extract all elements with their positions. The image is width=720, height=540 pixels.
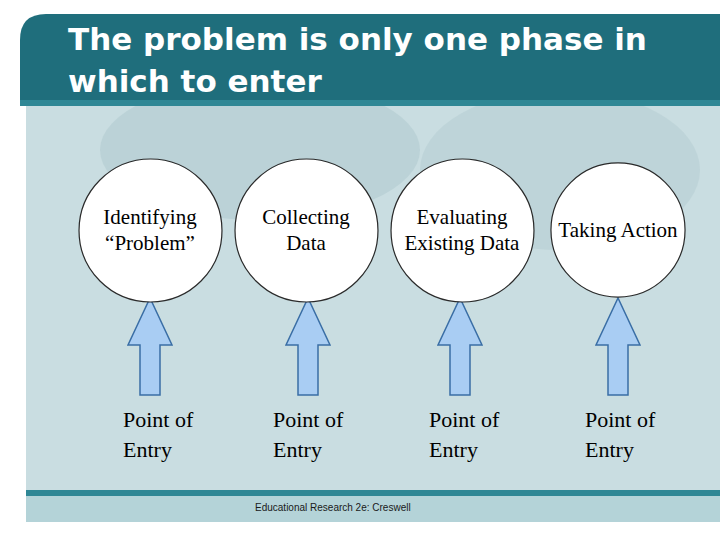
header-rule bbox=[20, 100, 720, 106]
phase-circle: Collecting Data bbox=[234, 158, 379, 303]
phase-text-holder: Evaluating Existing Data bbox=[401, 204, 523, 256]
entry-arrows bbox=[128, 298, 640, 395]
circle-shape bbox=[235, 159, 378, 302]
circle-outline bbox=[234, 158, 379, 303]
phase-text: Taking Action bbox=[558, 217, 677, 243]
phase-circle: Taking Action bbox=[550, 162, 686, 298]
circle-shape bbox=[551, 163, 685, 297]
phase-text-holder: Collecting Data bbox=[245, 204, 367, 256]
footer-text: Educational Research 2e: Creswell bbox=[255, 502, 411, 514]
entry-label: Point of Entry bbox=[123, 405, 218, 465]
circle-outline bbox=[78, 158, 223, 303]
circle-shape bbox=[391, 159, 534, 302]
phase-text-holder: Taking Action bbox=[558, 217, 677, 243]
footer-bar bbox=[26, 496, 720, 522]
up-arrow bbox=[438, 298, 482, 395]
circle-shape bbox=[79, 159, 222, 302]
up-arrow bbox=[128, 298, 172, 395]
circle-outline bbox=[390, 158, 535, 303]
entry-label: Point of Entry bbox=[273, 405, 368, 465]
entry-label: Point of Entry bbox=[585, 405, 680, 465]
phase-circle: Identifying “Problem” bbox=[78, 158, 223, 303]
phase-text-holder: Identifying “Problem” bbox=[89, 204, 211, 256]
phase-text: Collecting Data bbox=[245, 204, 367, 256]
up-arrow bbox=[596, 298, 640, 395]
phase-text: Evaluating Existing Data bbox=[401, 204, 523, 256]
footer-rule bbox=[26, 490, 720, 496]
up-arrow bbox=[286, 298, 330, 395]
phase-text: Identifying “Problem” bbox=[89, 204, 211, 256]
phase-circle: Evaluating Existing Data bbox=[390, 158, 535, 303]
slide-title: The problem is only one phase in which t… bbox=[68, 18, 658, 102]
entry-label: Point of Entry bbox=[429, 405, 524, 465]
